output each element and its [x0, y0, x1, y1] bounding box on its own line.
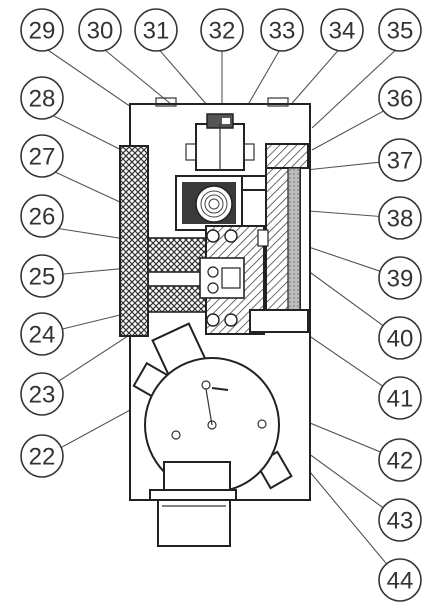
callout-circle: [378, 498, 422, 542]
callout-circle: [200, 8, 244, 52]
callout-number: 44: [387, 568, 414, 595]
callout-number: 34: [329, 18, 356, 45]
rotary-cam: [132, 322, 293, 493]
bottom-fitting: [149, 461, 237, 547]
right-slide-bar: [249, 143, 309, 333]
callout-circle: [20, 76, 64, 120]
callout-circle: [378, 8, 422, 52]
callout-number: 22: [29, 444, 56, 471]
callout-number: 41: [387, 386, 414, 413]
callout-circle: [20, 134, 64, 178]
callout-26: 26: [20, 194, 64, 238]
callout-number: 27: [29, 144, 56, 171]
bearing-assembly: [199, 225, 265, 335]
callout-41: 41: [378, 376, 422, 420]
callout-number: 30: [87, 18, 114, 45]
callout-32: 32: [200, 8, 244, 52]
left-gear-plate: [119, 145, 207, 337]
callout-circle: [20, 194, 64, 238]
callout-number: 28: [29, 86, 56, 113]
callout-number: 37: [387, 148, 414, 175]
callout-35: 35: [378, 8, 422, 52]
callout-number: 26: [29, 204, 56, 231]
callout-circle: [20, 434, 64, 478]
callout-33: 33: [260, 8, 304, 52]
callout-number: 39: [387, 266, 414, 293]
callout-37: 37: [378, 138, 422, 182]
callout-circle: [378, 558, 422, 602]
callout-42: 42: [378, 438, 422, 482]
callout-number: 25: [29, 264, 56, 291]
callout-24: 24: [20, 312, 64, 356]
callout-number: 42: [387, 448, 414, 475]
callout-34: 34: [320, 8, 364, 52]
callout-circle: [378, 438, 422, 482]
callout-number: 24: [29, 322, 56, 349]
callout-28: 28: [20, 76, 64, 120]
coil-block: [175, 175, 267, 231]
callout-number: 35: [387, 18, 414, 45]
callout-39: 39: [378, 256, 422, 300]
callout-29: 29: [20, 8, 64, 52]
callout-23: 23: [20, 372, 64, 416]
callout-43: 43: [378, 498, 422, 542]
callout-circle: [134, 8, 178, 52]
callout-circle: [378, 256, 422, 300]
callout-number: 33: [269, 18, 296, 45]
callout-40: 40: [378, 316, 422, 360]
callout-circle: [260, 8, 304, 52]
callout-number: 23: [29, 382, 56, 409]
callout-number: 31: [143, 18, 170, 45]
callout-circle: [20, 254, 64, 298]
callout-number: 36: [387, 86, 414, 113]
callout-36: 36: [378, 76, 422, 120]
callout-22: 22: [20, 434, 64, 478]
callout-27: 27: [20, 134, 64, 178]
callout-labels: 29 30 31 32 33 34 35 28 27 26 25 24 23 22 36 37 38 39 40 41…: [20, 8, 422, 602]
callout-circle: [320, 8, 364, 52]
callout-circle: [78, 8, 122, 52]
callout-number: 40: [387, 326, 414, 353]
callout-circle: [378, 376, 422, 420]
callout-circle: [20, 372, 64, 416]
callout-number: 43: [387, 508, 414, 535]
callout-circle: [378, 76, 422, 120]
callout-circle: [378, 316, 422, 360]
top-valve-block: [185, 113, 255, 171]
callout-circle: [378, 138, 422, 182]
callout-number: 38: [387, 206, 414, 233]
callout-44: 44: [378, 558, 422, 602]
callout-38: 38: [378, 196, 422, 240]
callout-circle: [378, 196, 422, 240]
callout-31: 31: [134, 8, 178, 52]
callout-30: 30: [78, 8, 122, 52]
callout-circle: [20, 8, 64, 52]
callout-circle: [20, 312, 64, 356]
callout-number: 29: [29, 18, 56, 45]
callout-number: 32: [209, 18, 236, 45]
callout-25: 25: [20, 254, 64, 298]
